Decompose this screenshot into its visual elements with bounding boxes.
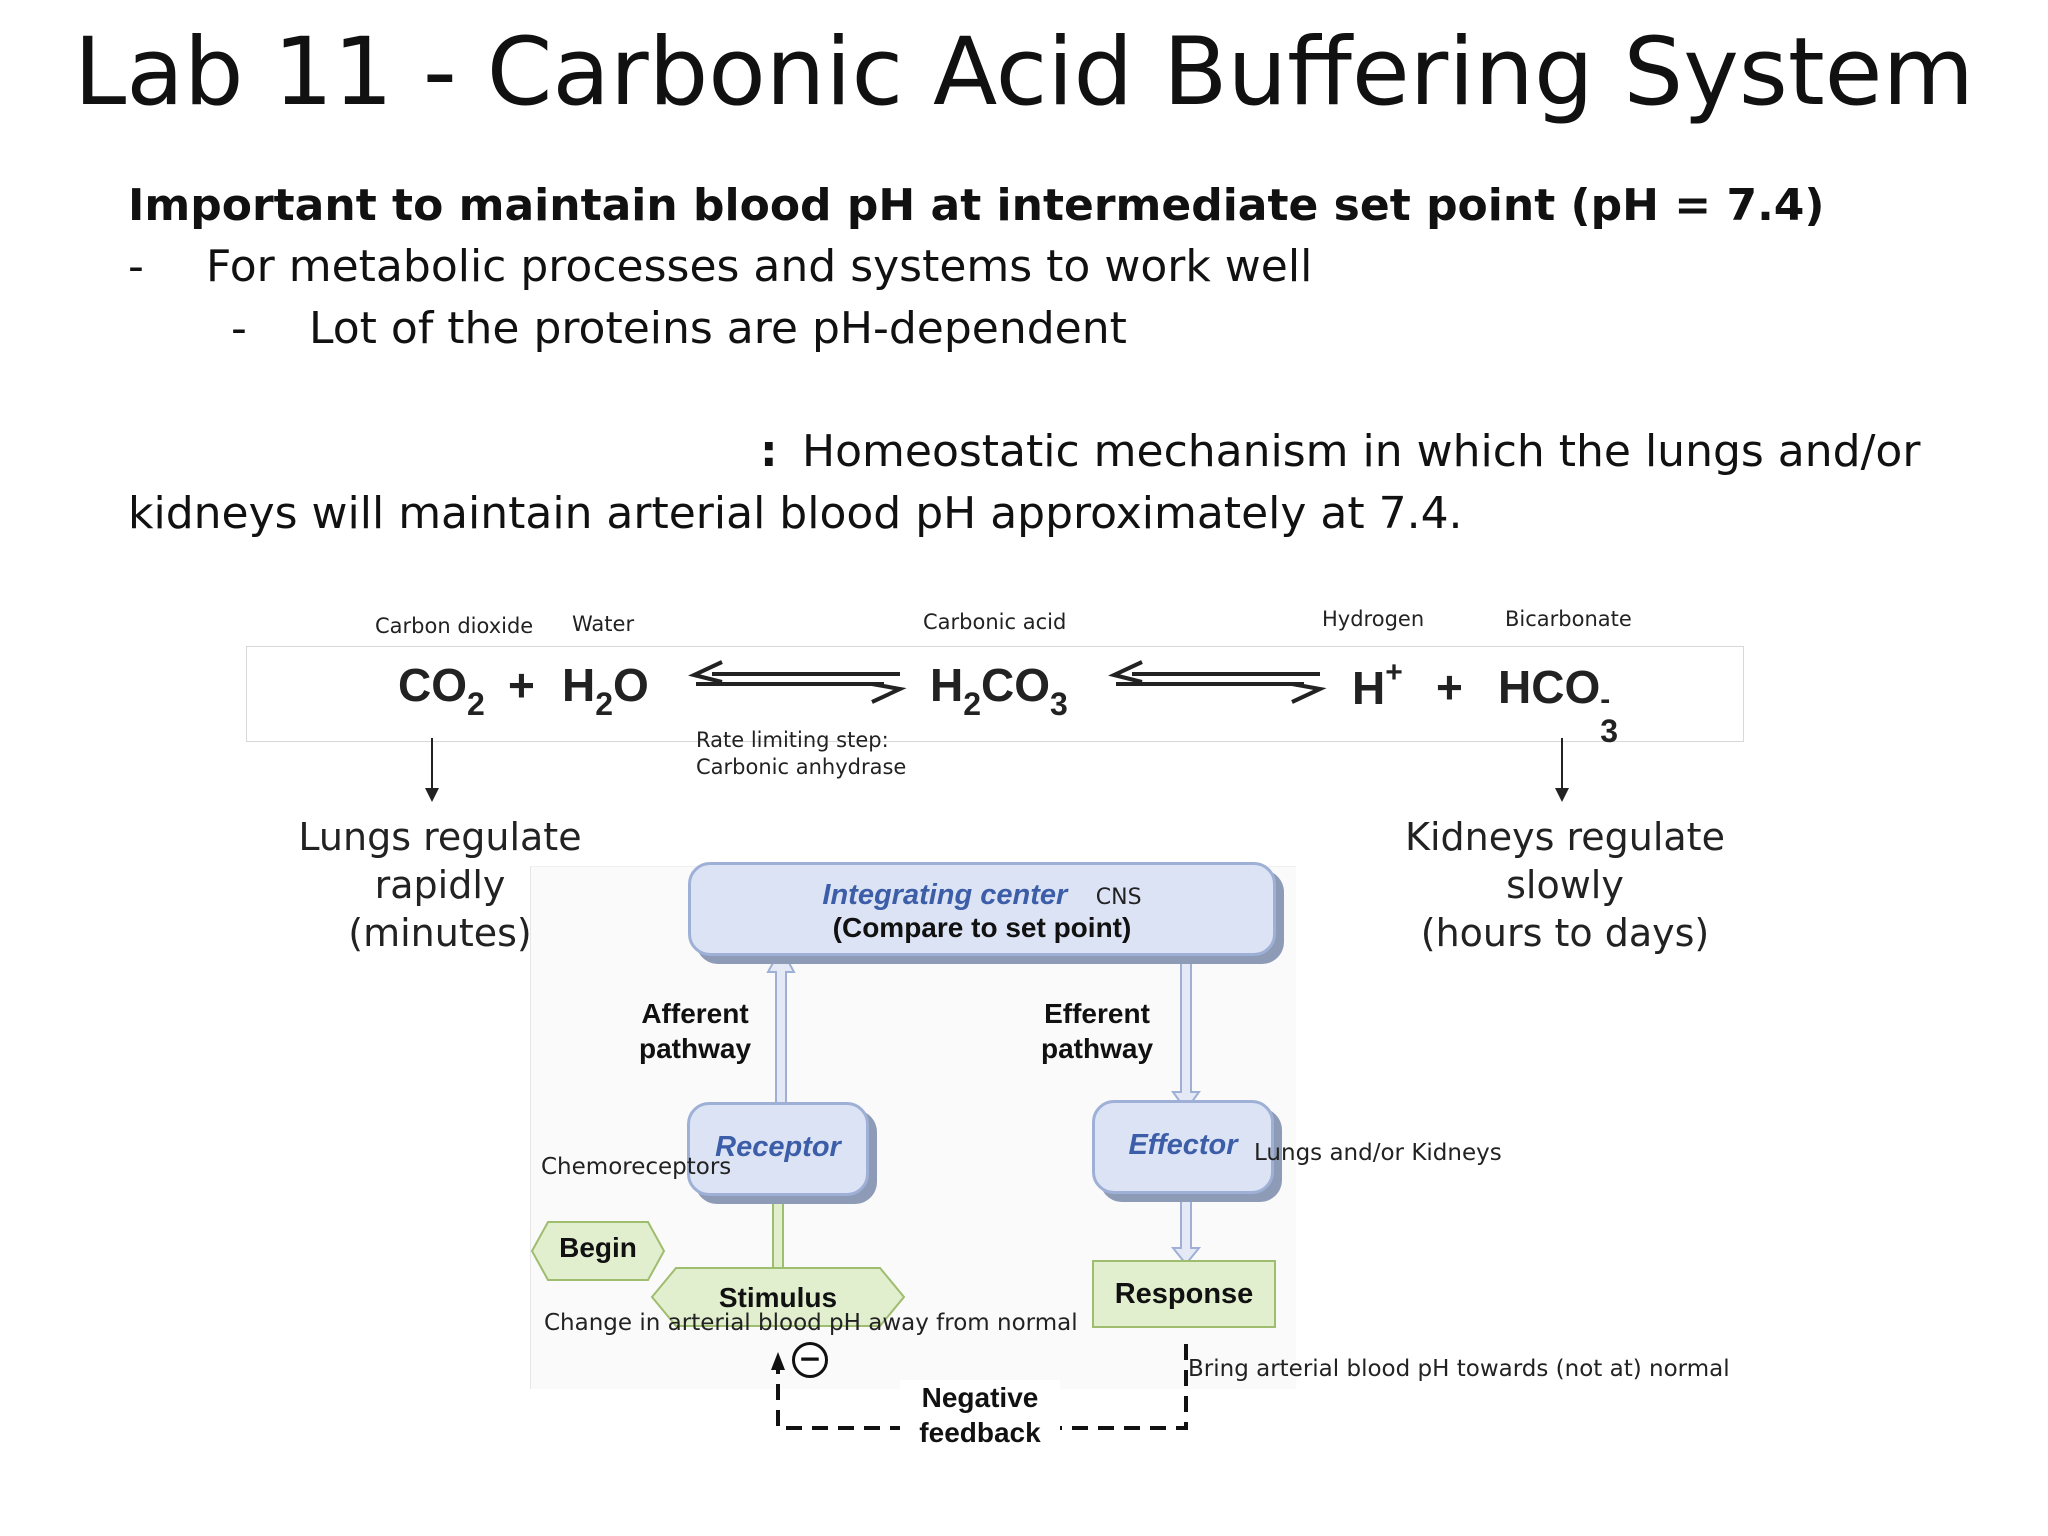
effector-label: Effector (1128, 1129, 1238, 1161)
chemoreceptors-label: Chemoreceptors (541, 1154, 732, 1180)
lungs-down-arrow (425, 738, 439, 802)
kidneys-regulation: Kidneys regulate slowly (hours to days) (1405, 815, 1725, 955)
h2co3-formula: H2CO3 (930, 659, 1068, 722)
rate-limiting-step: Rate limiting step: Carbonic anhydrase (696, 728, 907, 779)
slide-title: Lab 11 - Carbonic Acid Buffering System (73, 18, 1975, 127)
lungs-kidneys-label: Lungs and/or Kidneys (1254, 1140, 1502, 1166)
stimulus-label: Stimulus (718, 1282, 838, 1313)
lungs-regulation: Lungs regulate rapidly (minutes) (298, 815, 582, 955)
negative-feedback-label: Negative feedback (900, 1380, 1060, 1450)
bullet-dash-2: - (231, 303, 247, 354)
label-hydrogen: Hydrogen (1322, 607, 1425, 631)
label-water: Water (572, 612, 635, 636)
bullet-2: Lot of the proteins are pH-dependent (309, 303, 1127, 354)
co2-formula: CO2 (398, 659, 485, 722)
afferent-pathway-label: Afferent pathway (638, 998, 752, 1064)
bullet-dash-1: - (128, 241, 144, 292)
hydrogen-ion-formula: H+ (1352, 656, 1403, 714)
definition-line-1: Homeostatic mechanism in which the lungs… (802, 426, 1921, 477)
equilibrium-arrow-2 (1108, 660, 1327, 704)
definition-line-2: kidneys will maintain arterial blood pH … (128, 488, 1463, 539)
cns-label: CNS (1095, 885, 1142, 910)
minus-circle-icon: − (792, 1342, 828, 1378)
stimulus-hexagon (650, 1267, 906, 1327)
receptor-label: Receptor (715, 1131, 841, 1163)
receptor-box: Receptor (687, 1102, 869, 1196)
plus-sign-2: + (1436, 661, 1463, 713)
effector-box: Effector (1092, 1100, 1274, 1194)
compare-label: (Compare to set point) (832, 912, 1132, 943)
definition-colon: : (760, 426, 778, 477)
efferent-pathway-label: Efferent pathway (1040, 998, 1154, 1064)
kidneys-down-arrow (1555, 738, 1569, 802)
bullet-1: For metabolic processes and systems to w… (206, 241, 1313, 292)
label-bicarbonate: Bicarbonate (1505, 607, 1632, 631)
response-box: Response (1092, 1260, 1276, 1328)
integrating-center-label: Integrating center (822, 879, 1068, 911)
plus-sign-1: + (508, 659, 535, 711)
h2o-formula: H2O (562, 659, 649, 722)
equation-band (246, 646, 1744, 742)
heading: Important to maintain blood pH at interm… (128, 180, 1825, 231)
begin-label: Begin (559, 1232, 637, 1263)
response-note: Bring arterial blood pH towards (not at)… (1188, 1356, 1730, 1382)
integrating-center-box: Integrating center CNS (Compare to set p… (688, 862, 1276, 956)
equilibrium-arrow-1 (688, 660, 907, 704)
bicarbonate-formula: HCO-3 (1498, 661, 1619, 749)
label-carbon-dioxide: Carbon dioxide (375, 614, 534, 638)
label-carbonic-acid: Carbonic acid (923, 610, 1067, 634)
stimulus-note: Change in arterial blood pH away from no… (544, 1310, 1078, 1336)
begin-hexagon (530, 1221, 666, 1281)
